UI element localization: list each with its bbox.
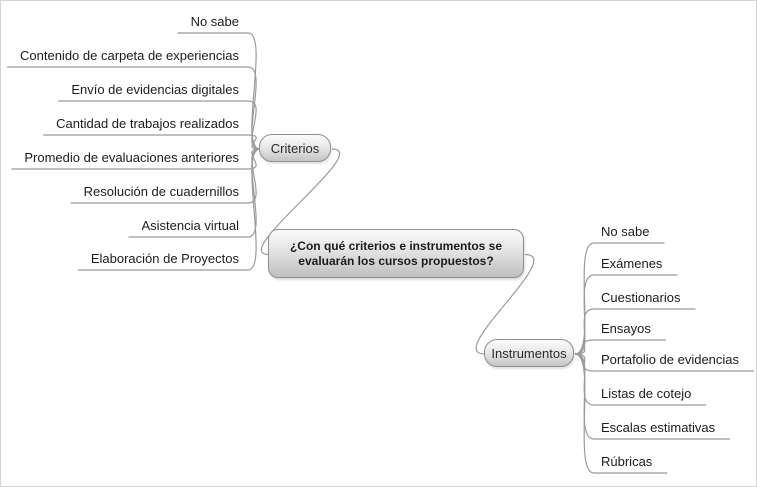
connector-line [574, 274, 595, 355]
connector-line [574, 353, 595, 406]
branch-node-instrumentos[interactable]: Instrumentos [484, 339, 574, 367]
criterios-item[interactable]: Contenido de carpeta de experiencias [20, 48, 239, 63]
criterios-item[interactable]: Resolución de cuadernillos [83, 184, 239, 199]
criterios-item[interactable]: No sabe [190, 14, 239, 29]
criterios-item[interactable]: Promedio de evaluaciones anteriores [24, 150, 239, 165]
instrumentos-item[interactable]: Rúbricas [601, 454, 653, 469]
instrumentos-item[interactable]: Listas de cotejo [601, 386, 692, 401]
instrumentos-item[interactable]: Exámenes [601, 256, 663, 271]
criterios-item[interactable]: Envío de evidencias digitales [71, 82, 239, 97]
connector-line [247, 148, 261, 238]
connector-line [574, 308, 595, 355]
instrumentos-item[interactable]: No sabe [601, 224, 650, 239]
criterios-item[interactable]: Elaboración de Proyectos [90, 251, 239, 266]
central-topic-node[interactable]: ¿Con qué criterios e instrumentos se eva… [268, 229, 524, 278]
criterios-item[interactable]: Asistencia virtual [141, 218, 239, 233]
connector-line [574, 242, 595, 355]
connector-line [574, 353, 595, 474]
connector-line [247, 148, 261, 271]
connector-line [247, 32, 261, 150]
criterios-item[interactable]: Cantidad de trabajos realizados [56, 116, 239, 131]
instrumentos-item[interactable]: Ensayos [601, 321, 651, 336]
connector-line [247, 148, 261, 170]
instrumentos-item[interactable]: Cuestionarios [601, 290, 681, 305]
connector-line [574, 353, 595, 372]
connector-line [247, 100, 261, 150]
connector-line [574, 339, 595, 355]
instrumentos-item[interactable]: Escalas estimativas [601, 420, 716, 435]
connector-line [247, 66, 261, 150]
connector-line [247, 148, 261, 204]
instrumentos-item[interactable]: Portafolio de evidencias [601, 352, 740, 367]
branch-node-criterios[interactable]: Criterios [259, 134, 331, 162]
connector-line [574, 353, 595, 440]
